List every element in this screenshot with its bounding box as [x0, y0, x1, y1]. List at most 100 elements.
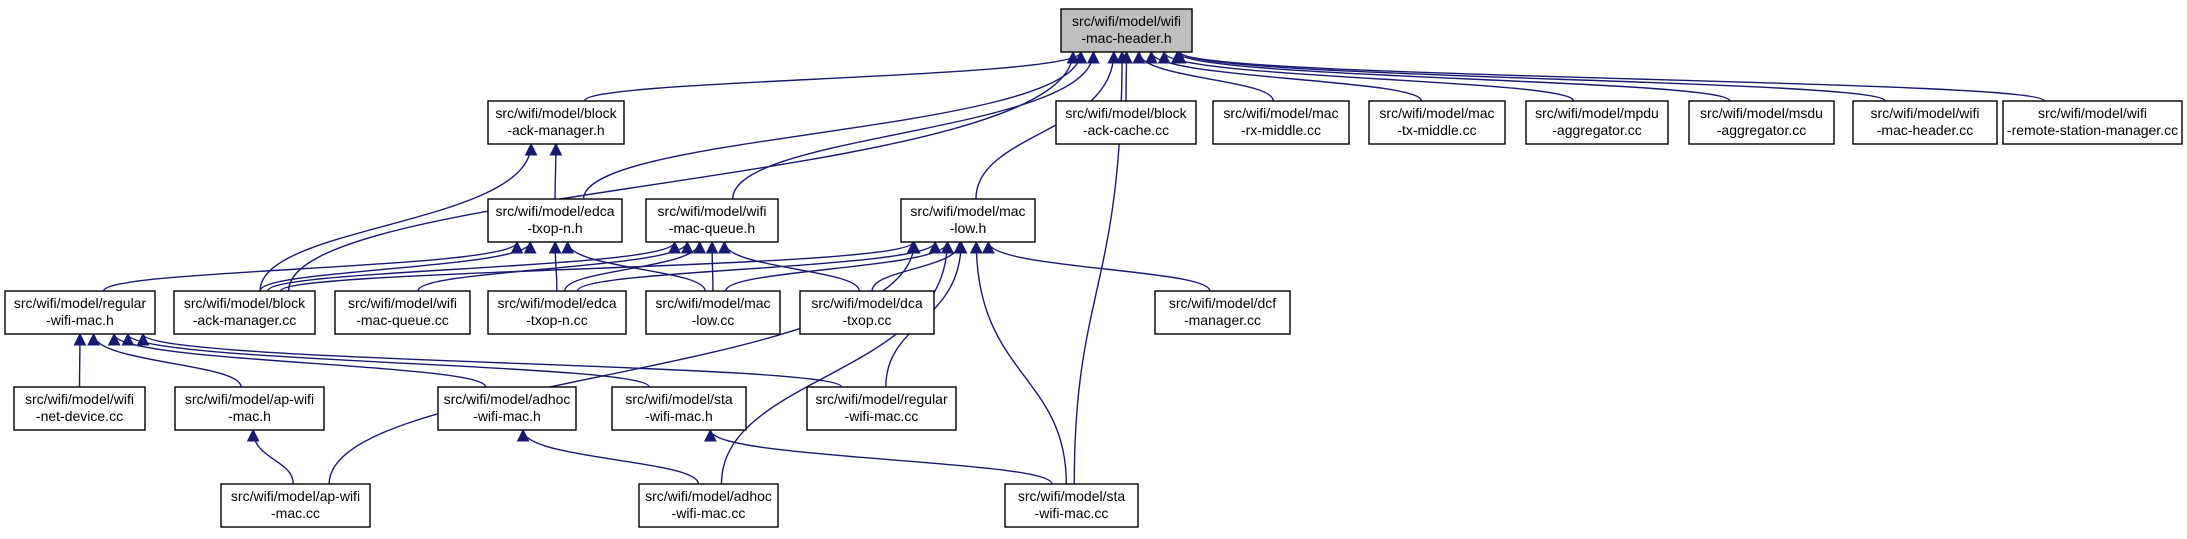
node-box: [4, 290, 156, 335]
node-label-line1: src/wifi/model/adhoc: [444, 391, 571, 407]
node-ba_cache_cc[interactable]: src/wifi/model/block-ack-cache.cc: [1055, 100, 1197, 145]
node-box: [1688, 100, 1835, 145]
node-box: [1852, 100, 1998, 145]
node-ap_h[interactable]: src/wifi/model/ap-wifi-mac.h: [174, 386, 325, 431]
node-edca_cc[interactable]: src/wifi/model/edca-txop-n.cc: [487, 290, 627, 335]
node-ba_mgr_h[interactable]: src/wifi/model/block-ack-manager.h: [487, 100, 625, 145]
edge-wmq_cc-to-wmq_h: [417, 240, 694, 292]
edge-maclow_cc-to-edca_h: [561, 240, 706, 292]
edge-maclow_cc-to-maclow_h: [725, 240, 955, 292]
edge-adhoc_cc-to-maclow_h: [720, 240, 954, 485]
node-adhoc_cc[interactable]: src/wifi/model/adhoc-wifi-mac.cc: [638, 483, 779, 528]
edge-regular_cc-to-regular_h: [136, 332, 843, 388]
edge-line: [564, 240, 707, 292]
edge-ba_mgr_h-to-root: [583, 50, 1088, 102]
node-box: [1525, 100, 1669, 145]
node-netdev_cc[interactable]: src/wifi/model/wifi-net-device.cc: [13, 386, 146, 431]
node-label-line2: -net-device.cc: [36, 408, 123, 424]
edge-line: [549, 142, 563, 200]
node-mpdu_cc[interactable]: src/wifi/model/mpdu-aggregator.cc: [1525, 100, 1669, 145]
node-mac_rx_cc[interactable]: src/wifi/model/mac-rx-middle.cc: [1212, 100, 1350, 145]
node-label-line1: src/wifi/model/ap-wifi: [185, 391, 314, 407]
node-box: [220, 483, 371, 528]
node-box: [13, 386, 146, 431]
edge-line: [267, 240, 681, 292]
node-sta_h[interactable]: src/wifi/model/sta-wifi-mac.h: [611, 386, 747, 431]
node-box: [2002, 100, 2183, 145]
node-wmq_h[interactable]: src/wifi/model/wifi-mac-queue.h: [645, 198, 779, 243]
node-label-line1: src/wifi/model/block: [184, 295, 306, 311]
nodes-layer: src/wifi/model/wifi-mac-header.hsrc/wifi…: [4, 8, 2183, 528]
edge-msdu_cc-to-root: [1171, 50, 1731, 102]
node-label-line2: -low.h: [950, 220, 987, 236]
node-label-line1: src/wifi/model/wifi: [2038, 105, 2147, 121]
edge-line: [561, 240, 706, 292]
node-dca_cc[interactable]: src/wifi/model/dca-txop.cc: [799, 290, 935, 335]
node-label-line1: src/wifi/model/dcf: [1169, 295, 1276, 311]
node-root: src/wifi/model/wifi-mac-header.h: [1060, 8, 1193, 53]
node-label-line2: -low.cc: [692, 312, 735, 328]
node-label-line1: src/wifi/model/mac: [1223, 105, 1338, 121]
node-label-line2: -mac-header.cc: [1877, 122, 1973, 138]
node-wmq_cc[interactable]: src/wifi/model/wifi-mac-queue.cc: [334, 290, 471, 335]
edge-wmq_h-to-root: [732, 50, 1100, 200]
node-regular_cc[interactable]: src/wifi/model/regular-wifi-mac.cc: [806, 386, 957, 431]
node-adhoc_h[interactable]: src/wifi/model/adhoc-wifi-mac.h: [437, 386, 577, 431]
edge-edca_h-to-root: [582, 50, 1088, 200]
node-label-line1: src/wifi/model/mac: [655, 295, 770, 311]
node-box: [1212, 100, 1350, 145]
node-ba_mgr_cc[interactable]: src/wifi/model/block-ack-manager.cc: [173, 290, 316, 335]
node-wmh_cc[interactable]: src/wifi/model/wifi-mac-header.cc: [1852, 100, 1998, 145]
edge-dcf_cc-to-maclow_h: [981, 240, 1211, 292]
edge-line: [717, 240, 860, 292]
node-box: [900, 198, 1036, 243]
edge-ba_mgr_cc-to-ba_mgr_h: [259, 142, 538, 292]
node-wrsm_cc[interactable]: src/wifi/model/wifi-remote-station-manag…: [2002, 100, 2183, 145]
node-sta_cc[interactable]: src/wifi/model/sta-wifi-mac.cc: [1004, 483, 1139, 528]
edge-line: [259, 240, 537, 292]
edge-line: [582, 50, 1088, 200]
node-box: [174, 386, 325, 431]
node-mac_tx_cc[interactable]: src/wifi/model/mac-tx-middle.cc: [1368, 100, 1506, 145]
node-edca_h[interactable]: src/wifi/model/edca-txop-n.h: [487, 198, 623, 243]
edge-mpdu_cc-to-root: [1157, 50, 1575, 102]
edge-ba_mgr_cc-to-root: [287, 50, 1080, 292]
edge-line: [704, 428, 1053, 485]
node-box: [1154, 290, 1291, 335]
node-ap_cc[interactable]: src/wifi/model/ap-wifi-mac.cc: [220, 483, 371, 528]
node-label-line1: src/wifi/model/edca: [495, 203, 614, 219]
node-label-line2: -ack-manager.cc: [193, 312, 296, 328]
edge-edca_cc-to-wmq_h: [564, 240, 707, 292]
node-box: [645, 198, 779, 243]
node-label-line2: -mac.h: [228, 408, 271, 424]
node-label-line2: -txop.cc: [842, 312, 891, 328]
node-label-line1: src/wifi/model/regular: [14, 295, 147, 311]
node-maclow_h[interactable]: src/wifi/model/mac-low.h: [900, 198, 1036, 243]
edge-ap_cc-to-maclow_h: [328, 240, 921, 485]
edge-ba_mgr_cc-to-maclow_h: [279, 240, 920, 292]
node-box: [487, 100, 625, 145]
node-label-line1: src/wifi/model/edca: [497, 295, 616, 311]
edge-maclow_cc-to-wmq_h: [705, 240, 719, 292]
edge-line: [417, 240, 694, 292]
node-regular_h[interactable]: src/wifi/model/regular-wifi-mac.h: [4, 290, 156, 335]
edge-line: [103, 240, 524, 292]
edge-dca_cc-to-wmq_h: [717, 240, 860, 292]
edge-line: [516, 428, 700, 485]
node-msdu_cc[interactable]: src/wifi/model/msdu-aggregator.cc: [1688, 100, 1835, 145]
node-label-line1: src/wifi/model/wifi: [348, 295, 457, 311]
node-box: [1060, 8, 1193, 53]
node-box: [437, 386, 577, 431]
edge-wmh_cc-to-root: [1173, 50, 1886, 102]
node-maclow_cc[interactable]: src/wifi/model/mac-low.cc: [645, 290, 781, 335]
node-dcf_cc[interactable]: src/wifi/model/dcf-manager.cc: [1154, 290, 1291, 335]
edge-line: [548, 240, 562, 292]
edge-edca_h-to-ba_mgr_h: [549, 142, 563, 200]
node-label-line2: -mac-header.h: [1081, 30, 1171, 46]
edge-regular_h-to-edca_h: [103, 240, 524, 292]
edge-line: [705, 240, 719, 292]
node-label-line2: -wifi-mac.cc: [672, 505, 746, 521]
node-label-line1: src/wifi/model/msdu: [1700, 105, 1823, 121]
node-label-line1: src/wifi/model/dca: [811, 295, 922, 311]
